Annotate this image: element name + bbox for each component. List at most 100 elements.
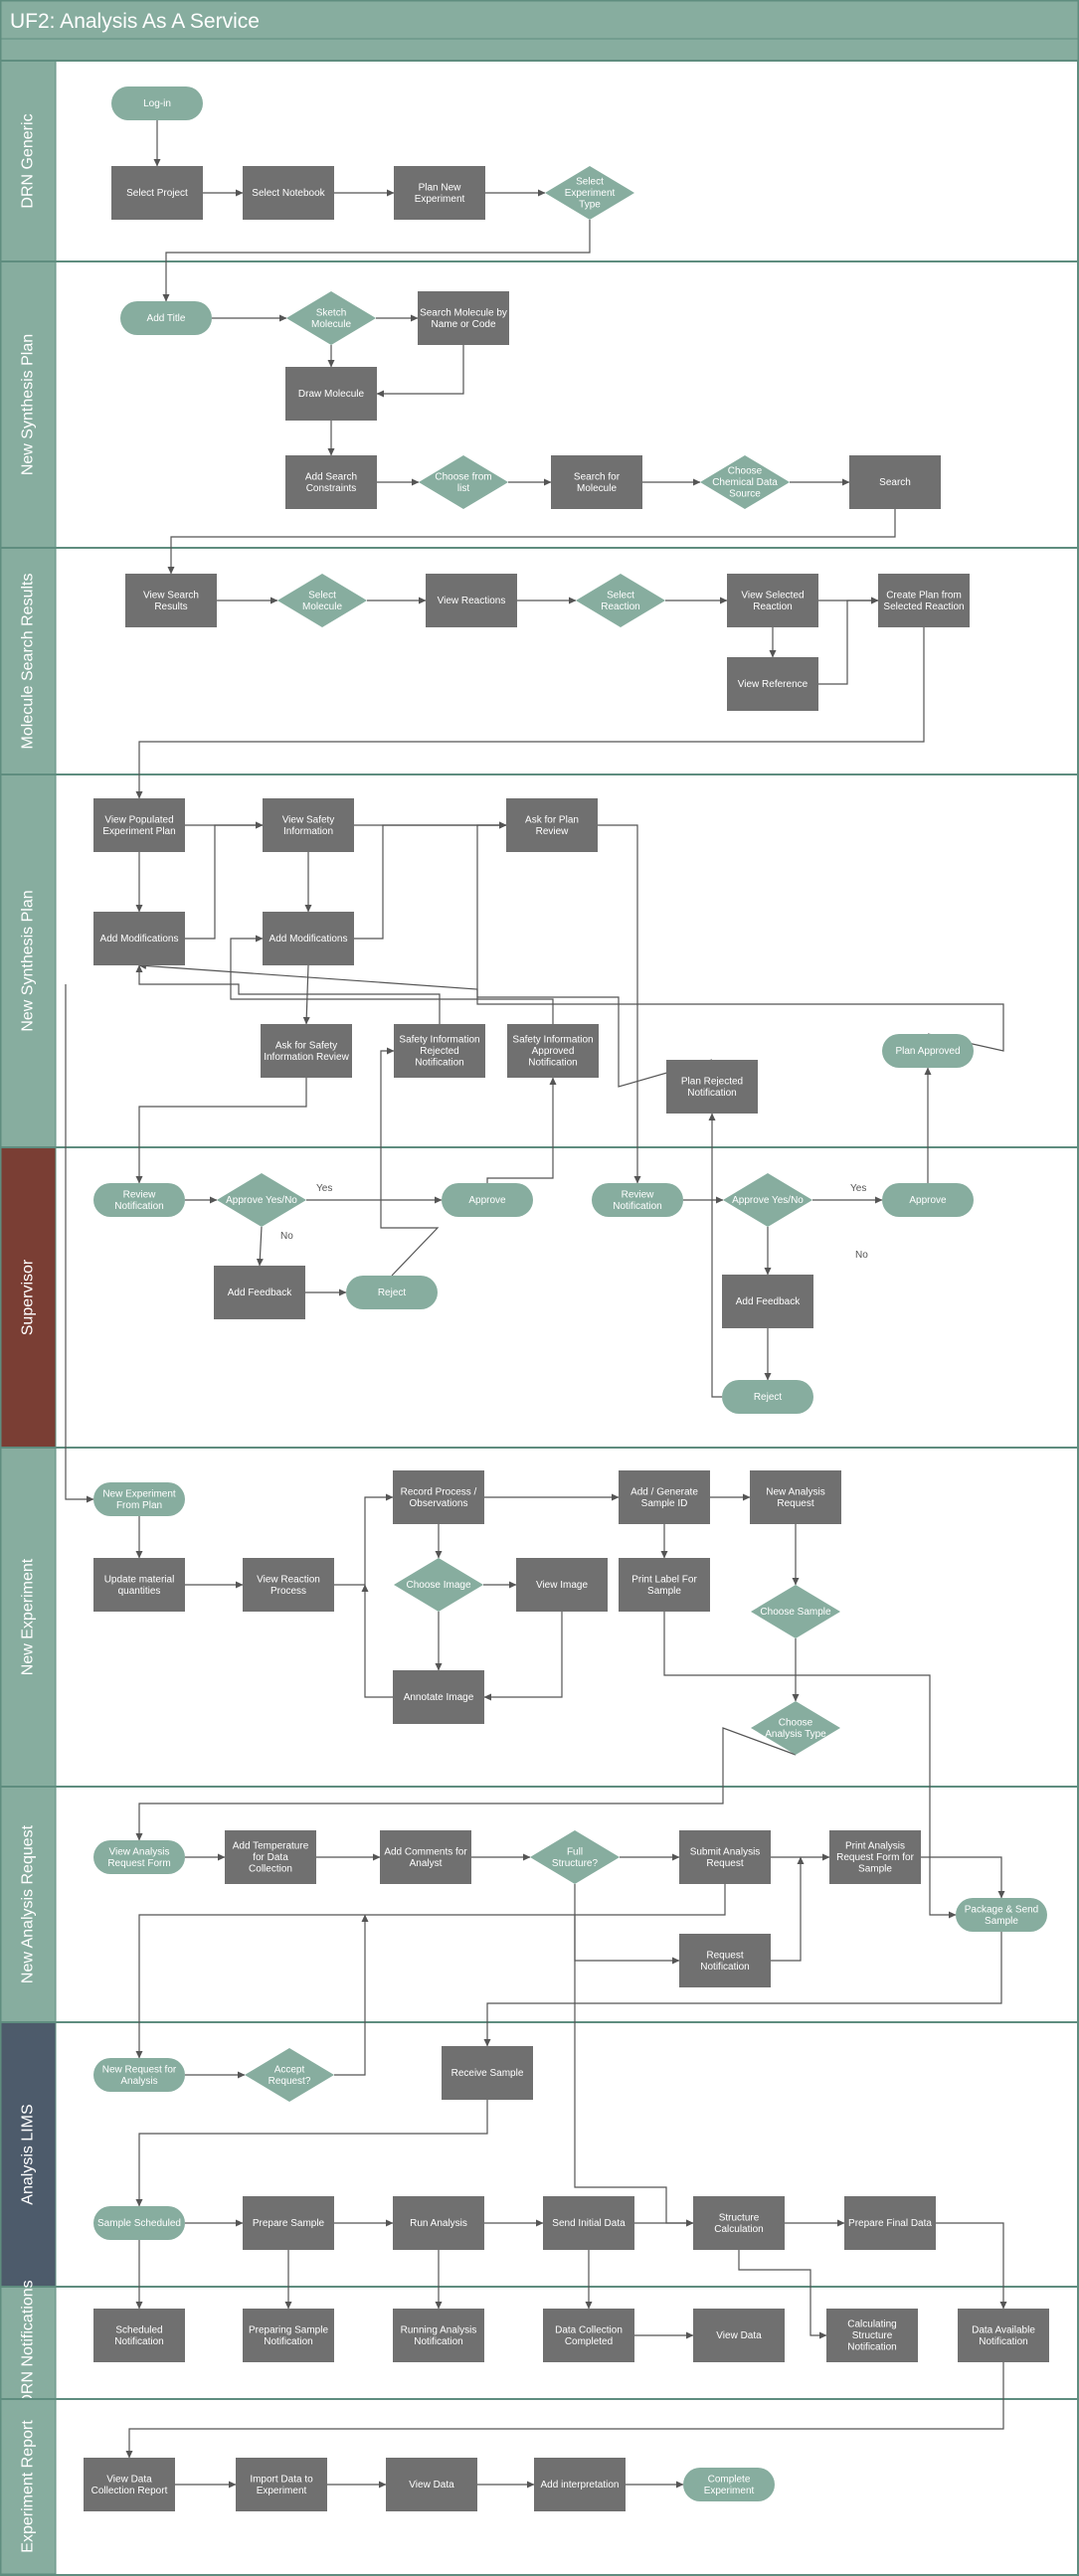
process-box (394, 1024, 485, 1078)
process-box (693, 2196, 785, 2250)
terminator-pill (120, 301, 212, 335)
decision-diamond (286, 291, 376, 345)
process-box (111, 166, 203, 220)
process-box (507, 1024, 599, 1078)
node-approve-2: Approve (882, 1183, 974, 1217)
decision-diamond (545, 166, 634, 220)
node-label: Add Modifications (100, 934, 179, 945)
decision-diamond (277, 574, 367, 627)
lane-molecule-search-results: Molecule Search Results (0, 547, 1078, 775)
node-label: Reject (754, 1392, 783, 1403)
connector-arrow (771, 1856, 805, 1962)
process-box (243, 2309, 334, 2362)
decision-diamond (530, 1830, 620, 1884)
node-choose-image: Choose Image (394, 1558, 483, 1612)
connector-arrow (135, 1727, 797, 1841)
connector-arrow (483, 1932, 1002, 2047)
process-box (958, 2309, 1049, 2362)
connector-arrow (476, 821, 1004, 1052)
node-label: Add Feedback (228, 1288, 292, 1298)
terminator-pill (592, 1183, 683, 1217)
node-label: Annotate Image (404, 1692, 474, 1703)
lane-experiment-report: Experiment Report (0, 2398, 1078, 2575)
lane-label: Experiment Report (20, 2420, 37, 2553)
node-label: Run Analysis (410, 2218, 467, 2229)
lane-label: Analysis LIMS (20, 2104, 37, 2204)
node-add-interpretation: Add interpretation (534, 2458, 626, 2511)
connector-arrow (574, 1915, 694, 2227)
process-box (261, 1024, 352, 1078)
terminator-pill (111, 86, 203, 120)
lane-new-synthesis-plan-1: New Synthesis Plan (0, 260, 1078, 549)
process-box (722, 1275, 813, 1328)
node-label: Add Title (147, 313, 186, 324)
process-box (418, 291, 509, 345)
process-box (93, 2309, 185, 2362)
process-box (214, 1266, 305, 1319)
process-box (750, 1470, 841, 1524)
node-select-notebook: Select Notebook (243, 166, 334, 220)
connector-arrow (936, 2222, 1007, 2310)
node-label: View Data (409, 2480, 454, 2490)
node-approve-1: Approve (442, 1183, 533, 1217)
node-prepare-final-data: Prepare Final Data (844, 2196, 936, 2250)
lane-drn-notifications: DRN Notifications (0, 2280, 1078, 2406)
terminator-pill (722, 1380, 813, 1414)
process-box (693, 2309, 785, 2362)
process-box (543, 2196, 634, 2250)
node-reject-2: Reject (722, 1380, 813, 1414)
process-box (93, 798, 185, 852)
connector-arrow (380, 1047, 440, 1277)
node-add-feedback-1: Add Feedback (214, 1266, 305, 1319)
connector-arrow (135, 1884, 726, 2059)
process-box (679, 1830, 771, 1884)
process-box (516, 1558, 608, 1612)
process-box (543, 2309, 634, 2362)
decision-diamond (700, 455, 790, 509)
lane-header (0, 1447, 57, 1788)
connector-arrow (738, 2250, 827, 2339)
process-box (243, 2196, 334, 2250)
terminator-pill (93, 2058, 185, 2092)
node-reject-1: Reject (346, 1276, 438, 1309)
connector-arrow (185, 821, 264, 940)
process-box (393, 1670, 484, 1724)
connector-arrow (135, 2100, 488, 2207)
terminator-pill (882, 1183, 974, 1217)
connector-arrow (334, 1914, 369, 2076)
